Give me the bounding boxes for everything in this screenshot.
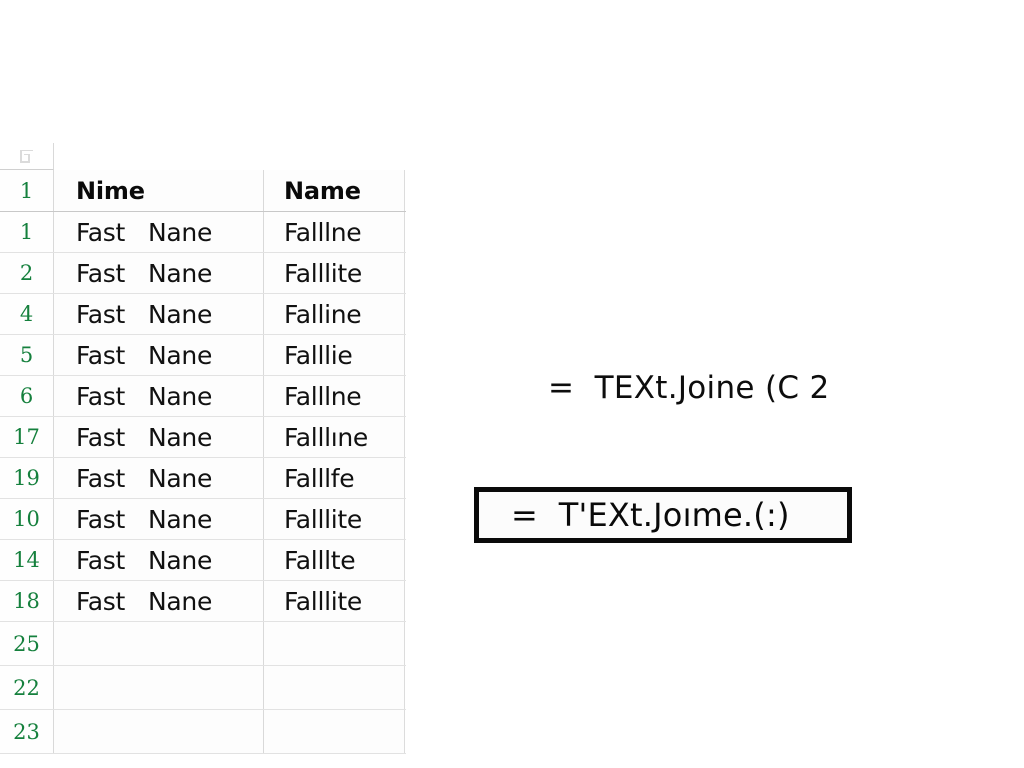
cell-col2[interactable]: Falllne <box>264 212 405 252</box>
cell-text: Fast Nane <box>76 217 213 247</box>
row-header-number[interactable]: 4 <box>0 294 54 334</box>
formula-text-boxed: = T'EXt.Joıme.(:) <box>511 496 790 534</box>
table-row[interactable]: 2 Fast Nane Falllite <box>0 253 406 294</box>
cell-col1[interactable] <box>54 622 264 665</box>
cell-text: Falllite <box>284 586 362 616</box>
table-row[interactable]: 10 Fast Nane Falllite <box>0 499 406 540</box>
cell-text: Fast Nane <box>76 422 213 452</box>
table-row[interactable]: 14 Fast Nane Falllte <box>0 540 406 581</box>
cell-text: Falllfe <box>284 463 355 493</box>
cell-text: Falllite <box>284 258 362 288</box>
cell-col1[interactable]: Fast Nane <box>54 499 264 539</box>
cell-text: Fast Nane <box>76 586 213 616</box>
cell-col2[interactable]: Falllite <box>264 499 405 539</box>
table-row[interactable]: 22 <box>0 666 406 710</box>
cell-col1[interactable]: Fast Nane <box>54 335 264 375</box>
table-row[interactable]: 1 Fast Nane Falllne <box>0 212 406 253</box>
column-header-strip <box>54 143 406 170</box>
cell-col2[interactable]: Falllıne <box>264 417 405 457</box>
row-header-number[interactable]: 5 <box>0 335 54 375</box>
cell-col1[interactable] <box>54 666 264 709</box>
column-header-cell-col2[interactable]: Name <box>264 170 405 211</box>
cell-text: Falllne <box>284 217 362 247</box>
cell-text: Falline <box>284 299 362 329</box>
cell-text: Fast Nane <box>76 381 213 411</box>
cell-text: Fast Nane <box>76 504 213 534</box>
cell-col2[interactable]: Falllie <box>264 335 405 375</box>
row-header-number[interactable]: 17 <box>0 417 54 457</box>
cell-text: Fast Nane <box>76 340 213 370</box>
cell-text: Falllie <box>284 340 353 370</box>
cell-col1[interactable] <box>54 710 264 753</box>
row-header-number[interactable]: 25 <box>0 622 54 665</box>
cell-col1[interactable]: Fast Nane <box>54 458 264 498</box>
cell-col1[interactable]: Fast Nane <box>54 253 264 293</box>
table-row[interactable]: 23 <box>0 710 406 754</box>
formula-highlight-box[interactable]: = T'EXt.Joıme.(:) <box>474 487 852 543</box>
cell-text: Fast Nane <box>76 463 213 493</box>
cell-col2[interactable] <box>264 710 405 753</box>
cell-col2[interactable]: Falllite <box>264 581 405 621</box>
cell-text: Falllte <box>284 545 356 575</box>
cell-col2[interactable] <box>264 666 405 709</box>
cell-col1[interactable]: Fast Nane <box>54 540 264 580</box>
row-header-number[interactable]: 2 <box>0 253 54 293</box>
table-row[interactable]: 5 Fast Nane Falllie <box>0 335 406 376</box>
row-header-number[interactable]: 22 <box>0 666 54 709</box>
cell-text: Nime <box>76 176 145 205</box>
cell-text: Falllite <box>284 504 362 534</box>
cell-text: Falllıne <box>284 422 369 452</box>
table-row[interactable]: 6 Fast Nane Falllne <box>0 376 406 417</box>
row-header-number[interactable]: 19 <box>0 458 54 498</box>
cell-text: Falllne <box>284 381 362 411</box>
column-header-cell-col1[interactable]: Nime <box>54 170 264 211</box>
table-row[interactable]: 25 <box>0 622 406 666</box>
row-header-number[interactable]: 14 <box>0 540 54 580</box>
row-header-number[interactable]: 6 <box>0 376 54 416</box>
select-all-button[interactable] <box>0 143 54 170</box>
cell-col1[interactable]: Fast Nane <box>54 417 264 457</box>
cell-col2[interactable] <box>264 622 405 665</box>
row-header-number[interactable]: 10 <box>0 499 54 539</box>
table-row[interactable]: 4 Fast Nane Falline <box>0 294 406 335</box>
cell-col2[interactable]: Falllfe <box>264 458 405 498</box>
cell-text: Fast Nane <box>76 258 213 288</box>
table-row[interactable]: 18 Fast Nane Falllite <box>0 581 406 622</box>
cell-text: Fast Nane <box>76 545 213 575</box>
cell-col1[interactable]: Fast Nane <box>54 212 264 252</box>
column-header-row[interactable]: 1 Nime Name <box>0 170 406 212</box>
cell-col2[interactable]: Falllne <box>264 376 405 416</box>
cell-col1[interactable]: Fast Nane <box>54 581 264 621</box>
cell-col2[interactable]: Falline <box>264 294 405 334</box>
cell-col2[interactable]: Falllite <box>264 253 405 293</box>
grid-corner-row <box>0 143 406 170</box>
cell-col1[interactable]: Fast Nane <box>54 376 264 416</box>
row-header-number[interactable]: 18 <box>0 581 54 621</box>
row-header-number[interactable]: 1 <box>0 212 54 252</box>
cell-text: Fast Nane <box>76 299 213 329</box>
cell-text: Name <box>284 176 361 205</box>
table-row[interactable]: 17 Fast Nane Falllıne <box>0 417 406 458</box>
row-header-number[interactable]: 23 <box>0 710 54 753</box>
table-row[interactable]: 19 Fast Nane Falllfe <box>0 458 406 499</box>
row-header-number[interactable]: 1 <box>0 170 54 211</box>
formula-text-plain: = TEXt.Joine (C 2 <box>548 370 830 406</box>
cell-col2[interactable]: Falllte <box>264 540 405 580</box>
select-all-corner-icon <box>20 149 33 163</box>
cell-col1[interactable]: Fast Nane <box>54 294 264 334</box>
